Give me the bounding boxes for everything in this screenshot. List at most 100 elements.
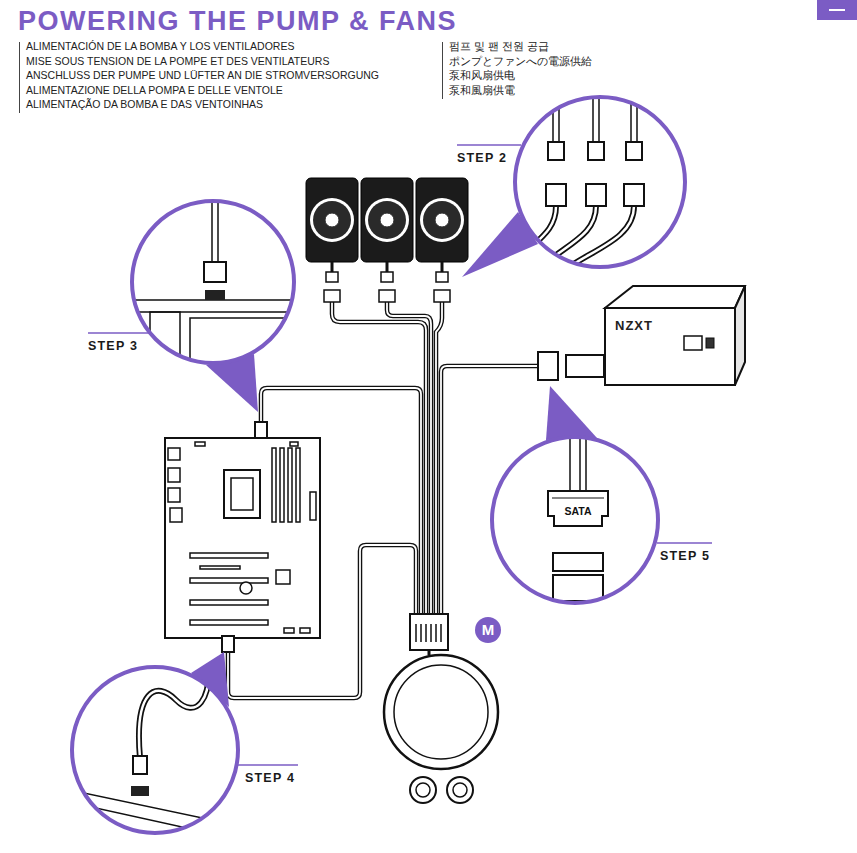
step-label: STEP 2 xyxy=(457,151,507,166)
fan-connector-detail xyxy=(562,206,634,272)
fan-connector-detail xyxy=(553,90,637,142)
subtitle-translation: ポンプとファンへの電源供給 xyxy=(449,55,592,68)
pump xyxy=(410,777,436,803)
motherboard xyxy=(200,566,240,569)
fan xyxy=(310,198,354,242)
step-label: STEP 5 xyxy=(660,549,710,564)
header-detail xyxy=(60,788,250,842)
header-detail xyxy=(205,290,225,300)
header-detail xyxy=(204,262,226,282)
fan xyxy=(324,290,340,302)
pump xyxy=(428,650,431,655)
fan xyxy=(325,213,339,227)
subtitle-translation: 泵和风扇供电 xyxy=(449,69,515,82)
motherboard xyxy=(168,448,180,460)
callout-rule xyxy=(457,144,521,146)
motherboard xyxy=(165,438,320,638)
motherboard xyxy=(280,448,284,522)
pump xyxy=(394,665,488,759)
sata-connector: SATA xyxy=(548,491,608,526)
fan xyxy=(331,262,334,272)
fan xyxy=(313,201,351,239)
motherboard xyxy=(168,468,180,482)
sata-detail xyxy=(553,553,603,571)
subtitle-translation: MISE SOUS TENSION DE LA POMPE ET DES VEN… xyxy=(26,55,329,68)
pump xyxy=(410,614,448,650)
pump xyxy=(453,783,467,797)
power-supply xyxy=(605,308,735,385)
motherboard xyxy=(224,470,260,518)
zoom-circle-outline xyxy=(70,665,240,835)
power-supply xyxy=(538,286,745,385)
motherboard xyxy=(276,570,290,584)
motherboard xyxy=(231,478,253,510)
corner-tab xyxy=(817,0,857,20)
cable-core xyxy=(332,302,426,616)
header-detail xyxy=(120,300,300,312)
header-detail xyxy=(131,786,149,796)
zoom-callout-circle: STEP 3 xyxy=(130,199,296,365)
subtitle-translation: ALIMENTACIÓN DE LA BOMBA Y LOS VENTILADO… xyxy=(26,40,294,53)
fan xyxy=(434,290,450,302)
callout-letter: M xyxy=(475,617,501,643)
motherboard xyxy=(190,553,268,558)
fan-connector-detail xyxy=(546,184,566,206)
connector-label: SATA xyxy=(548,505,608,518)
header-detail xyxy=(150,312,180,372)
zoom-circle-outline xyxy=(72,667,238,833)
header-detail xyxy=(139,660,209,758)
motherboard xyxy=(255,422,267,438)
zoom-circle-outline xyxy=(130,199,296,365)
motherboard xyxy=(190,620,268,625)
fan xyxy=(441,262,444,272)
zoom-circle-outline xyxy=(490,435,660,605)
pump xyxy=(447,777,473,803)
zoom-circle-outline xyxy=(132,201,294,363)
motherboard xyxy=(296,448,300,522)
divider-rule xyxy=(19,42,20,113)
motherboard xyxy=(288,448,292,522)
fan xyxy=(361,178,413,262)
sata-detail xyxy=(570,430,586,494)
zoom-circle-outline xyxy=(492,437,658,603)
zoom-ground xyxy=(131,200,295,364)
header-detail xyxy=(60,660,250,842)
fan xyxy=(381,272,393,282)
step-label: STEP 3 xyxy=(88,339,138,354)
motherboard xyxy=(284,628,294,633)
power-supply-face: NZXT xyxy=(605,308,735,385)
callout-pointer xyxy=(546,386,597,440)
zoom-ground xyxy=(491,436,659,604)
zoom-ground xyxy=(514,96,686,268)
fan-connector-detail xyxy=(588,142,604,160)
fan xyxy=(380,213,394,227)
cable xyxy=(332,302,426,616)
fan-connector-detail xyxy=(516,90,644,272)
header-detail xyxy=(190,318,310,378)
divider-rule xyxy=(20,42,443,113)
fan xyxy=(420,198,464,242)
pump xyxy=(384,655,498,769)
fan-connector-detail xyxy=(624,184,644,206)
power-supply xyxy=(735,286,745,385)
fan-connector-detail xyxy=(546,142,644,206)
fan xyxy=(365,198,409,242)
fan xyxy=(306,178,358,302)
zoom-callout-circle: STEP 4 xyxy=(70,665,240,835)
tab-dash xyxy=(829,9,845,11)
motherboard xyxy=(165,422,320,652)
subtitle-translation: 펌프 및 팬 전원 공급 xyxy=(449,40,549,53)
motherboard xyxy=(170,508,182,522)
callout-rule xyxy=(88,332,150,334)
header-detail xyxy=(212,190,218,262)
fan-connector-detail xyxy=(586,184,606,206)
sata-detail xyxy=(553,575,603,601)
subtitle-translation: 泵和風扇供電 xyxy=(449,84,515,97)
fan xyxy=(423,201,461,239)
fan-connector-detail xyxy=(516,206,556,262)
fan xyxy=(368,201,406,239)
fan xyxy=(326,272,338,282)
fan-connector-detail xyxy=(562,206,634,272)
